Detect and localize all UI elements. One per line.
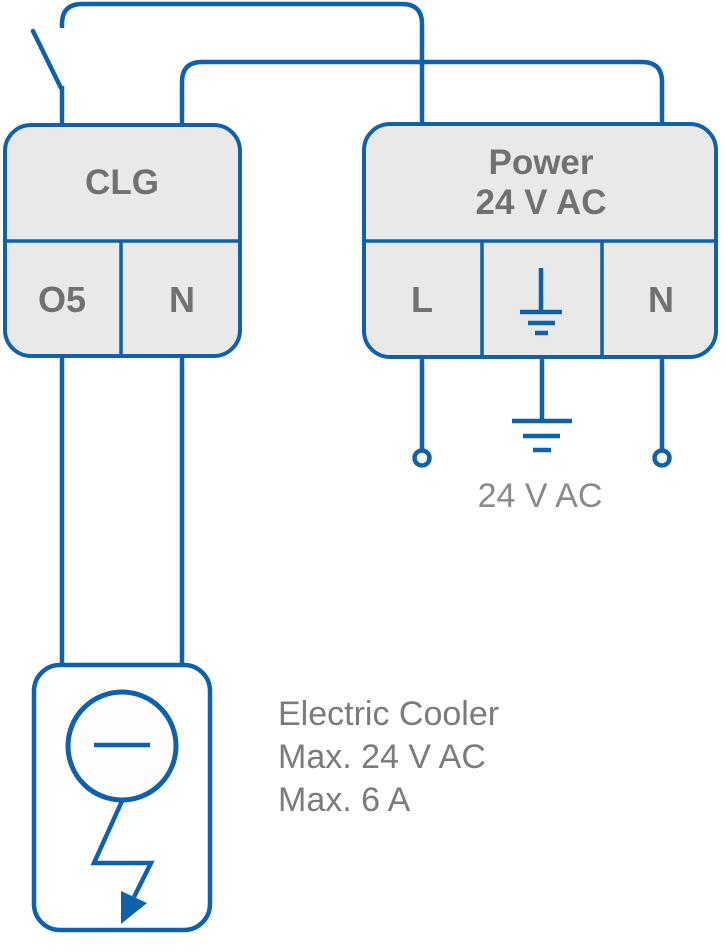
lightning-bolt-line [90, 800, 155, 899]
power-box-title-line1: Power [488, 143, 593, 182]
cooler-box-outline [31, 662, 213, 933]
wire-clg-n-to-power-n [179, 59, 665, 124]
power-supply-leads: 24 V AC [412, 357, 672, 515]
clg-terminal-o5-label: O5 [38, 279, 86, 320]
load-annotation: Electric Cooler Max. 24 V AC Max. 6 A [278, 695, 499, 819]
open-terminal-dot-icon-n [652, 448, 672, 468]
earth-ground-icon [520, 268, 562, 336]
load-max-current: Max. 6 A [278, 781, 411, 819]
cooler-load-symbol [31, 662, 213, 933]
cooler-branch-wires [59, 357, 185, 666]
power-box-title-line2: 24 V AC [476, 183, 607, 222]
switch-contact-icon [30, 28, 65, 124]
clg-box-title: CLG [85, 163, 159, 202]
power-terminal-n-label: N [648, 279, 674, 320]
supply-voltage-label: 24 V AC [478, 477, 603, 515]
load-max-voltage: Max. 24 V AC [278, 738, 486, 776]
switch-blade [30, 28, 64, 91]
lightning-arrow-icon [90, 800, 155, 924]
earth-ground-icon [512, 357, 572, 453]
open-terminal-dot-icon-l [412, 448, 432, 468]
power-terminal-l-label: L [411, 279, 433, 320]
clg-terminal-n-label: N [169, 279, 195, 320]
load-name: Electric Cooler [278, 695, 499, 733]
lightning-arrowhead [121, 891, 147, 924]
power-box: Power 24 V AC L N [362, 122, 718, 359]
clg-box: CLG O5 N [3, 123, 242, 358]
wire-o5-switch-to-power-l [59, 1, 425, 122]
